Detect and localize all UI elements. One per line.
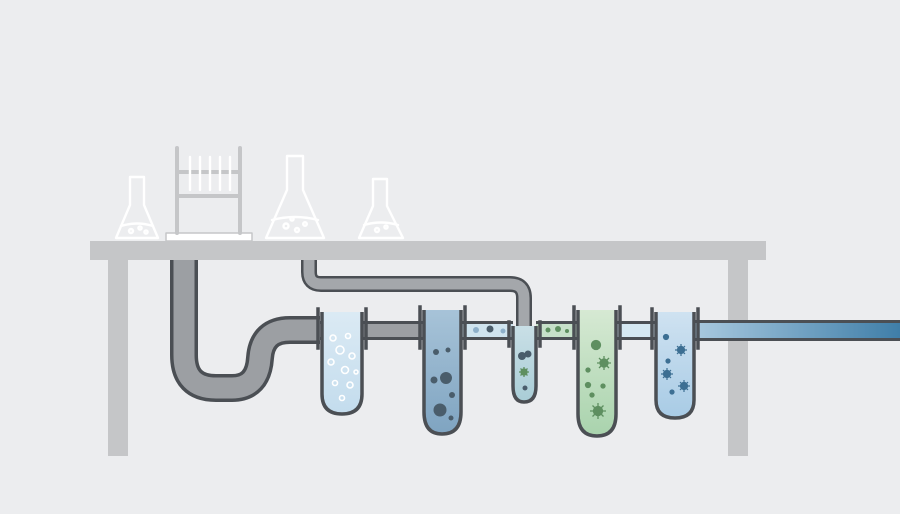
test-tube-rack-icon — [165, 146, 253, 242]
tube-3 — [511, 326, 538, 404]
bench-top — [90, 241, 766, 260]
flask-icon — [264, 154, 326, 240]
drain-pipe — [170, 260, 320, 402]
outflow-pipe — [694, 320, 900, 341]
particle-icon — [430, 347, 455, 421]
tube-1 — [320, 312, 364, 416]
flask-icon — [114, 175, 160, 240]
lab-bench — [90, 241, 766, 456]
drain-pipe-upper — [301, 260, 532, 334]
bubble-icon — [327, 332, 359, 402]
filtration-tubes — [316, 305, 700, 438]
tube-4 — [576, 310, 618, 438]
glassware — [114, 146, 405, 242]
tube-collars — [316, 305, 700, 350]
tube-2 — [422, 310, 463, 436]
tube-5 — [654, 312, 696, 420]
particle-icon — [518, 350, 532, 391]
flask-icon — [357, 177, 405, 240]
bench-leg-left — [108, 260, 128, 456]
microbe-icon — [519, 367, 529, 377]
bench-leg-right — [728, 260, 748, 456]
microbe-icon — [661, 333, 690, 395]
microbe-icon — [584, 339, 611, 419]
